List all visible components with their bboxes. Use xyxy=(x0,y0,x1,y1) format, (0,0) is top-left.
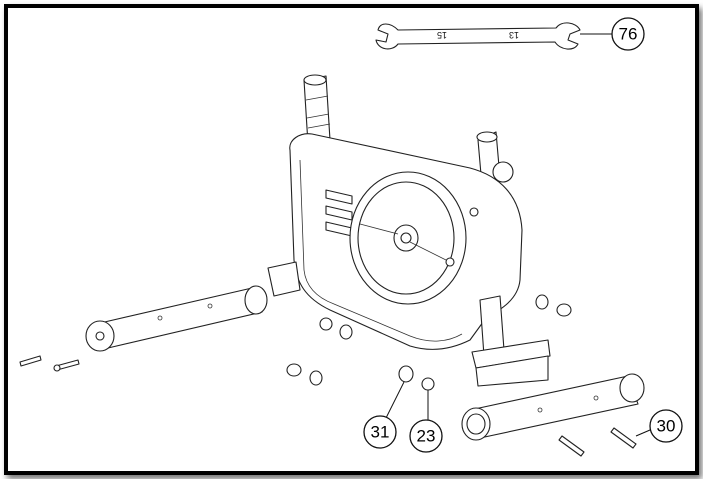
callout-76: 76 xyxy=(611,17,645,51)
callout-76-label: 76 xyxy=(619,25,638,44)
wrench-size-right: 13 xyxy=(509,30,519,40)
leader-31 xyxy=(385,381,405,419)
leader-30 xyxy=(635,429,651,437)
nut-31 xyxy=(398,365,414,383)
bolt-bottom-1 xyxy=(558,435,585,457)
washer-mid-2 xyxy=(286,363,302,377)
callout-31: 31 xyxy=(363,415,397,449)
washer-mid-1 xyxy=(319,317,333,331)
callout-31-label: 31 xyxy=(371,423,390,442)
callout-23-label: 23 xyxy=(417,427,436,446)
wrench-size-left: 15 xyxy=(437,30,447,40)
bolt-left-1 xyxy=(19,355,42,367)
callout-23: 23 xyxy=(409,419,443,453)
rear-stabilizer-tube xyxy=(461,373,645,441)
front-stabilizer-tube xyxy=(85,285,268,352)
bracket-plate xyxy=(267,261,301,297)
callout-30: 30 xyxy=(649,409,683,443)
wrench: 15 13 xyxy=(375,22,581,50)
main-frame-body xyxy=(289,74,551,387)
nut-right xyxy=(535,294,549,310)
washer-right xyxy=(556,303,572,317)
callout-30-label: 30 xyxy=(657,417,676,436)
nut-mid-2 xyxy=(309,370,323,386)
nut-mid-1 xyxy=(339,324,353,340)
bolt-bottom-2 xyxy=(610,427,637,449)
washer-23 xyxy=(421,377,435,391)
